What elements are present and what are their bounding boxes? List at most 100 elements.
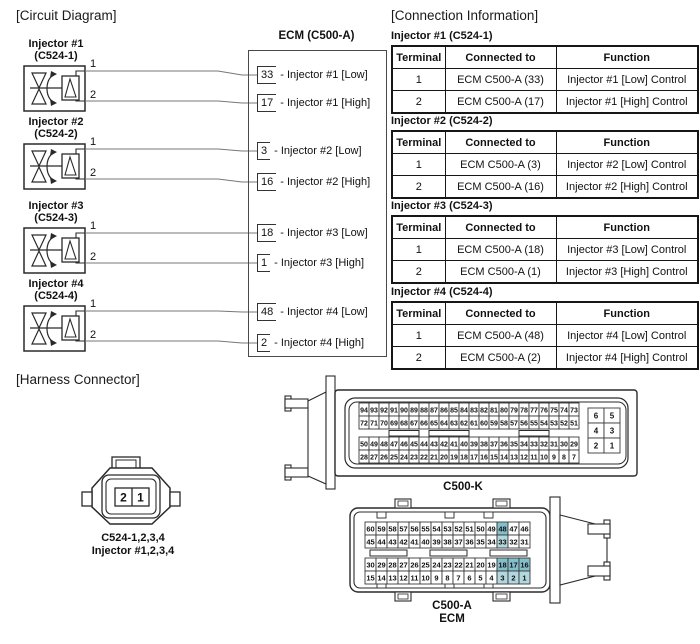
svg-text:69: 69 [390,421,398,428]
table-cell: 1 [391,68,446,91]
svg-text:12: 12 [520,455,528,462]
table-cell: 2 [391,346,446,370]
ecm-pin-number: 18 [257,224,277,242]
injector-connector-label: (C524-1) [34,50,78,62]
svg-text:73: 73 [570,408,578,415]
ecm-box [248,50,387,357]
ecm-pin-row: 3- Injector #2 [Low] [257,141,362,161]
table-cell: Injector #2 [Low] Control [555,153,699,176]
svg-text:68: 68 [400,421,408,428]
valve-triangle-down [31,165,47,183]
terminal-1-number: 1 [90,136,96,148]
svg-text:60: 60 [366,525,374,534]
svg-text:71: 71 [370,421,378,428]
table-header-cell: Function [555,130,699,154]
svg-text:58: 58 [388,525,396,534]
svg-text:34: 34 [520,442,528,449]
svg-text:31: 31 [550,442,558,449]
svg-text:32: 32 [509,538,517,547]
c524-caption-line1: C524-1,2,3,4 [101,532,165,544]
harness-connector-section-title: [Harness Connector] [16,372,140,387]
ecm-pin-number: 16 [257,173,277,191]
valve-triangle-up [31,72,47,90]
svg-text:28: 28 [388,561,396,570]
ecm-pin-label: - Injector #1 [Low] [280,69,368,81]
svg-text:2: 2 [511,574,515,583]
c500k-neck [307,391,327,485]
injector-connector-label: (C524-3) [34,212,78,224]
table-header-cell: Terminal [391,215,446,239]
svg-text:82: 82 [480,408,488,415]
c500a-right-clip-bottom [587,565,611,577]
svg-text:20: 20 [440,455,448,462]
connection-information-section-title: [Connection Information] [391,8,539,23]
svg-text:50: 50 [476,525,484,534]
svg-text:9: 9 [552,455,556,462]
c524-right-wing [169,491,181,507]
c524-caption-line2: Injector #1,2,3,4 [91,545,175,557]
injector-name-label: Injector #1 [28,38,84,50]
svg-text:54: 54 [540,421,548,428]
wire-low [85,148,257,152]
valve-triangle-down [31,87,47,105]
svg-text:26: 26 [410,561,418,570]
injector-connector-label: (C524-2) [34,128,78,140]
svg-text:16: 16 [480,455,488,462]
table-header-cell: Function [555,45,699,69]
connection-table-caption: Injector #1 (C524-1) [391,30,493,42]
svg-text:91: 91 [390,408,398,415]
svg-text:1: 1 [522,574,526,583]
svg-text:48: 48 [498,525,506,534]
ecm-pin-row: 48- Injector #4 [Low] [257,302,368,322]
c500k-flange [325,375,336,490]
svg-text:34: 34 [487,538,496,547]
c500a-right-clip-top [587,523,611,535]
svg-text:1: 1 [610,442,615,451]
injector-name-label: Injector #2 [28,116,84,128]
svg-text:28: 28 [360,455,368,462]
terminal-1-number: 1 [90,220,96,232]
svg-text:27: 27 [370,455,378,462]
svg-text:9: 9 [434,574,438,583]
svg-text:22: 22 [454,561,462,570]
svg-text:78: 78 [520,408,528,415]
ecm-pin-row: 17- Injector #1 [High] [257,93,370,113]
table-cell: 1 [391,153,446,176]
svg-text:11: 11 [530,455,538,462]
table-header-cell: Terminal [391,301,446,325]
svg-text:5: 5 [610,412,615,421]
table-cell: 1 [391,324,446,347]
c524-left-wing [81,491,93,507]
svg-text:25: 25 [390,455,398,462]
table-header-cell: Connected to [444,130,557,154]
svg-text:7: 7 [456,574,460,583]
svg-text:15: 15 [490,455,498,462]
svg-text:36: 36 [500,442,508,449]
svg-text:27: 27 [399,561,407,570]
ecm-pin-row: 1- Injector #3 [High] [257,253,364,273]
table-cell: ECM C500-A (18) [444,238,557,261]
injector-symbol [23,305,86,352]
svg-text:7: 7 [572,455,576,462]
valve-triangle-up [31,312,47,330]
ecm-pin-row: 2- Injector #4 [High] [257,333,364,353]
table-cell: ECM C500-A (2) [444,346,557,370]
svg-text:33: 33 [530,442,538,449]
svg-text:70: 70 [380,421,388,428]
c500a-notch [483,511,494,519]
table-cell: ECM C500-A (16) [444,175,557,199]
c500a-label: C500-A [432,600,472,612]
c500k-key-tab [518,430,550,437]
svg-text:57: 57 [510,421,518,428]
c500k-pin-cell-1 [603,437,621,454]
svg-text:55: 55 [530,421,538,428]
